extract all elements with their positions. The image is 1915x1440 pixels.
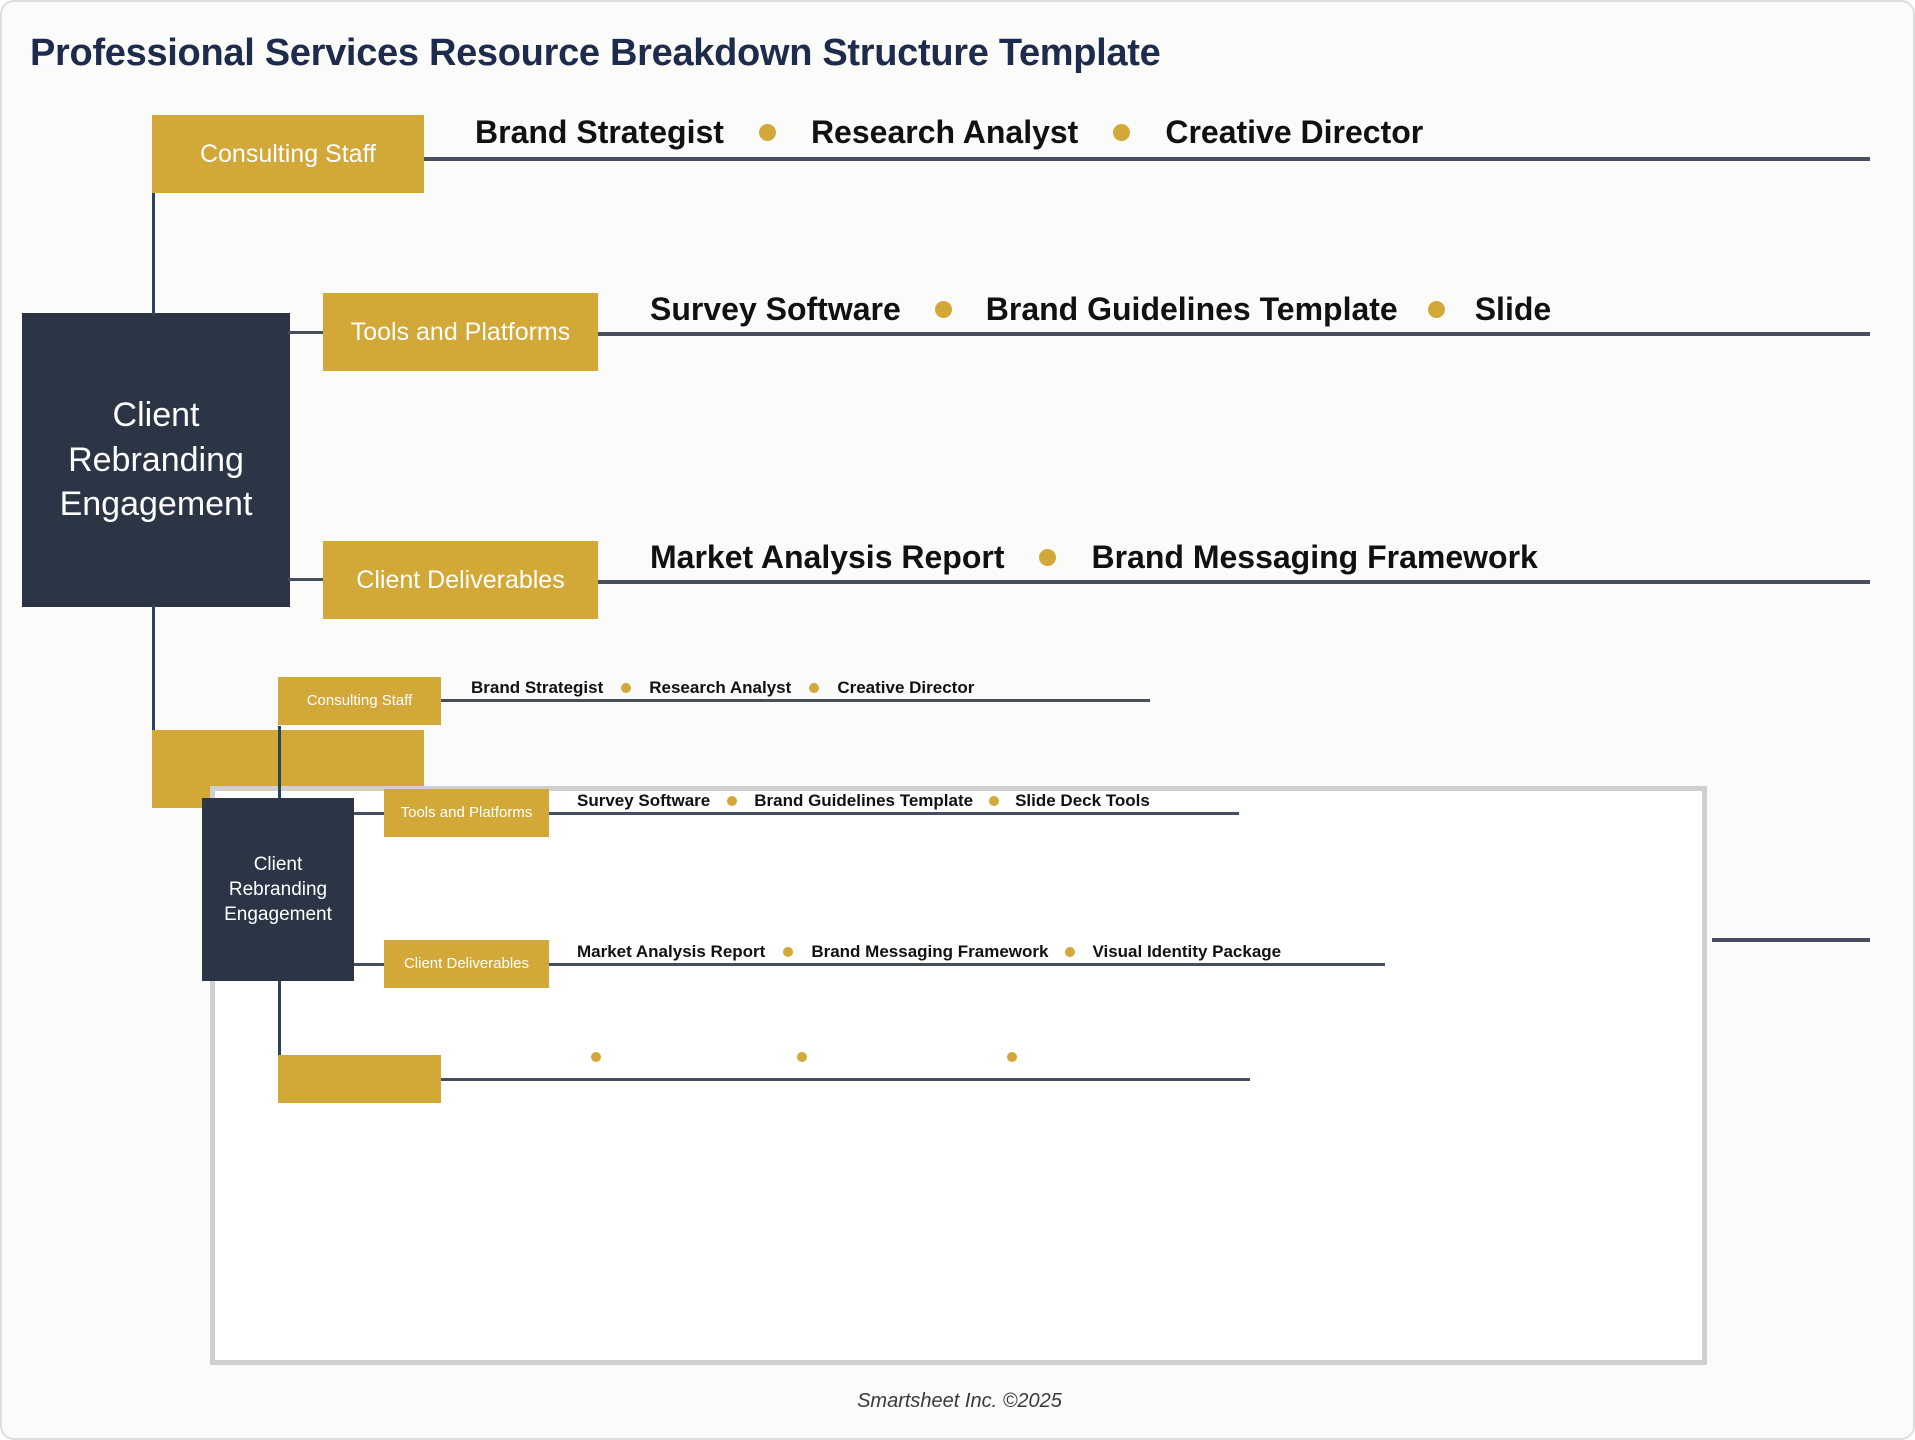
- bullet-dot-icon: [989, 796, 1000, 806]
- inner-branch-box-client-deliverables[interactable]: Client Deliverables: [384, 940, 549, 988]
- inner-root-line-1: Client: [253, 853, 303, 875]
- inner-root-line-2: Rebranding: [228, 878, 328, 900]
- bullet-dot-icon: [591, 1052, 601, 1062]
- inner-root-label: Client Rebranding Engagement: [224, 852, 332, 927]
- outer-branch-rail-blank: [1712, 938, 1870, 942]
- outer-leaf-tools-1[interactable]: Brand Guidelines Template: [985, 291, 1398, 327]
- footer-copyright: Smartsheet Inc. ©2025: [857, 1390, 1062, 1412]
- inner-diagram-panel: Client Rebranding Engagement Consulting …: [202, 677, 1707, 1365]
- inner-leafrow-blank: [591, 1052, 1017, 1062]
- inner-connector-deliverables: [354, 963, 384, 966]
- bullet-dot-icon: [1065, 947, 1076, 957]
- inner-leaf-tools-2[interactable]: Slide Deck Tools: [1015, 791, 1150, 810]
- outer-leafrow-tools-and-platforms: Survey Software Brand Guidelines Templat…: [650, 291, 1551, 328]
- outer-leaf-consulting-2[interactable]: Creative Director: [1165, 114, 1424, 150]
- outer-trunk-down: [152, 604, 155, 732]
- outer-leaf-tools-0[interactable]: Survey Software: [650, 291, 901, 327]
- outer-leaf-deliverables-1[interactable]: Brand Messaging Framework: [1091, 539, 1538, 575]
- inner-trunk-down: [278, 981, 281, 1063]
- bullet-dot-icon: [1039, 549, 1057, 566]
- outer-root-node[interactable]: Client Rebranding Engagement: [22, 313, 290, 607]
- inner-leaf-consulting-2[interactable]: Creative Director: [837, 678, 975, 697]
- outer-trunk-up: [152, 192, 155, 316]
- outer-root-line-2: Rebranding: [68, 440, 244, 479]
- inner-branch-box-consulting-staff[interactable]: Consulting Staff: [278, 677, 441, 725]
- outer-connector-tools: [288, 331, 328, 334]
- inner-branch-rail-blank: [441, 1078, 1250, 1081]
- inner-root-line-3: Engagement: [224, 904, 332, 926]
- outer-root-line-3: Engagement: [59, 485, 253, 524]
- inner-leaf-deliverables-0[interactable]: Market Analysis Report: [577, 942, 766, 961]
- bullet-dot-icon: [1427, 301, 1445, 318]
- inner-trunk-up: [278, 726, 281, 798]
- inner-leafrow-tools-and-platforms: Survey Software Brand Guidelines Templat…: [577, 791, 1150, 811]
- bullet-dot-icon: [621, 683, 632, 693]
- page-title: Professional Services Resource Breakdown…: [30, 32, 1161, 74]
- inner-leafrow-client-deliverables: Market Analysis Report Brand Messaging F…: [577, 942, 1281, 962]
- outer-branch-rail-client-deliverables: [598, 580, 1870, 584]
- inner-leaf-consulting-0[interactable]: Brand Strategist: [471, 678, 604, 697]
- outer-connector-deliverables: [288, 578, 328, 581]
- outer-branch-box-tools-and-platforms[interactable]: Tools and Platforms: [323, 293, 598, 371]
- inner-leaf-consulting-1[interactable]: Research Analyst: [649, 678, 792, 697]
- inner-leaf-deliverables-1[interactable]: Brand Messaging Framework: [811, 942, 1049, 961]
- inner-connector-tools: [354, 812, 384, 815]
- outer-leaf-consulting-1[interactable]: Research Analyst: [810, 114, 1079, 150]
- bullet-dot-icon: [783, 947, 794, 957]
- outer-branch-box-client-deliverables[interactable]: Client Deliverables: [323, 541, 598, 619]
- inner-branch-box-tools-and-platforms[interactable]: Tools and Platforms: [384, 789, 549, 837]
- outer-branch-box-consulting-staff[interactable]: Consulting Staff: [152, 115, 424, 193]
- bullet-dot-icon: [1007, 1052, 1017, 1062]
- outer-leafrow-consulting-staff: Brand Strategist Research Analyst Creati…: [475, 114, 1423, 151]
- inner-root-card[interactable]: Client Rebranding Engagement: [202, 798, 354, 981]
- outer-leafrow-client-deliverables: Market Analysis Report Brand Messaging F…: [650, 539, 1538, 576]
- outer-leaf-tools-2[interactable]: Slide: [1474, 291, 1552, 327]
- bullet-dot-icon: [758, 124, 776, 141]
- bullet-dot-icon: [934, 301, 952, 318]
- outer-root-label: Client Rebranding Engagement: [60, 393, 253, 528]
- inner-branch-box-blank[interactable]: [278, 1055, 441, 1103]
- inner-branch-rail-client-deliverables: [549, 963, 1385, 966]
- inner-diagram: Client Rebranding Engagement Consulting …: [202, 677, 1702, 1360]
- inner-leafrow-consulting-staff: Brand Strategist Research Analyst Creati…: [471, 678, 974, 698]
- bullet-dot-icon: [797, 1052, 807, 1062]
- outer-branch-rail-tools-and-platforms: [598, 332, 1870, 336]
- outer-root-line-1: Client: [112, 395, 200, 434]
- inner-branch-rail-tools-and-platforms: [549, 812, 1239, 815]
- inner-leaf-tools-1[interactable]: Brand Guidelines Template: [754, 791, 974, 810]
- bullet-dot-icon: [727, 796, 738, 806]
- inner-leaf-tools-0[interactable]: Survey Software: [577, 791, 711, 810]
- inner-leaf-deliverables-2[interactable]: Visual Identity Package: [1092, 942, 1282, 961]
- outer-leaf-consulting-0[interactable]: Brand Strategist: [475, 114, 724, 150]
- bullet-dot-icon: [809, 683, 820, 693]
- bullet-dot-icon: [1113, 124, 1131, 141]
- outer-branch-rail-consulting-staff: [424, 157, 1870, 161]
- inner-branch-rail-consulting-staff: [441, 699, 1150, 702]
- outer-leaf-deliverables-0[interactable]: Market Analysis Report: [650, 539, 1005, 575]
